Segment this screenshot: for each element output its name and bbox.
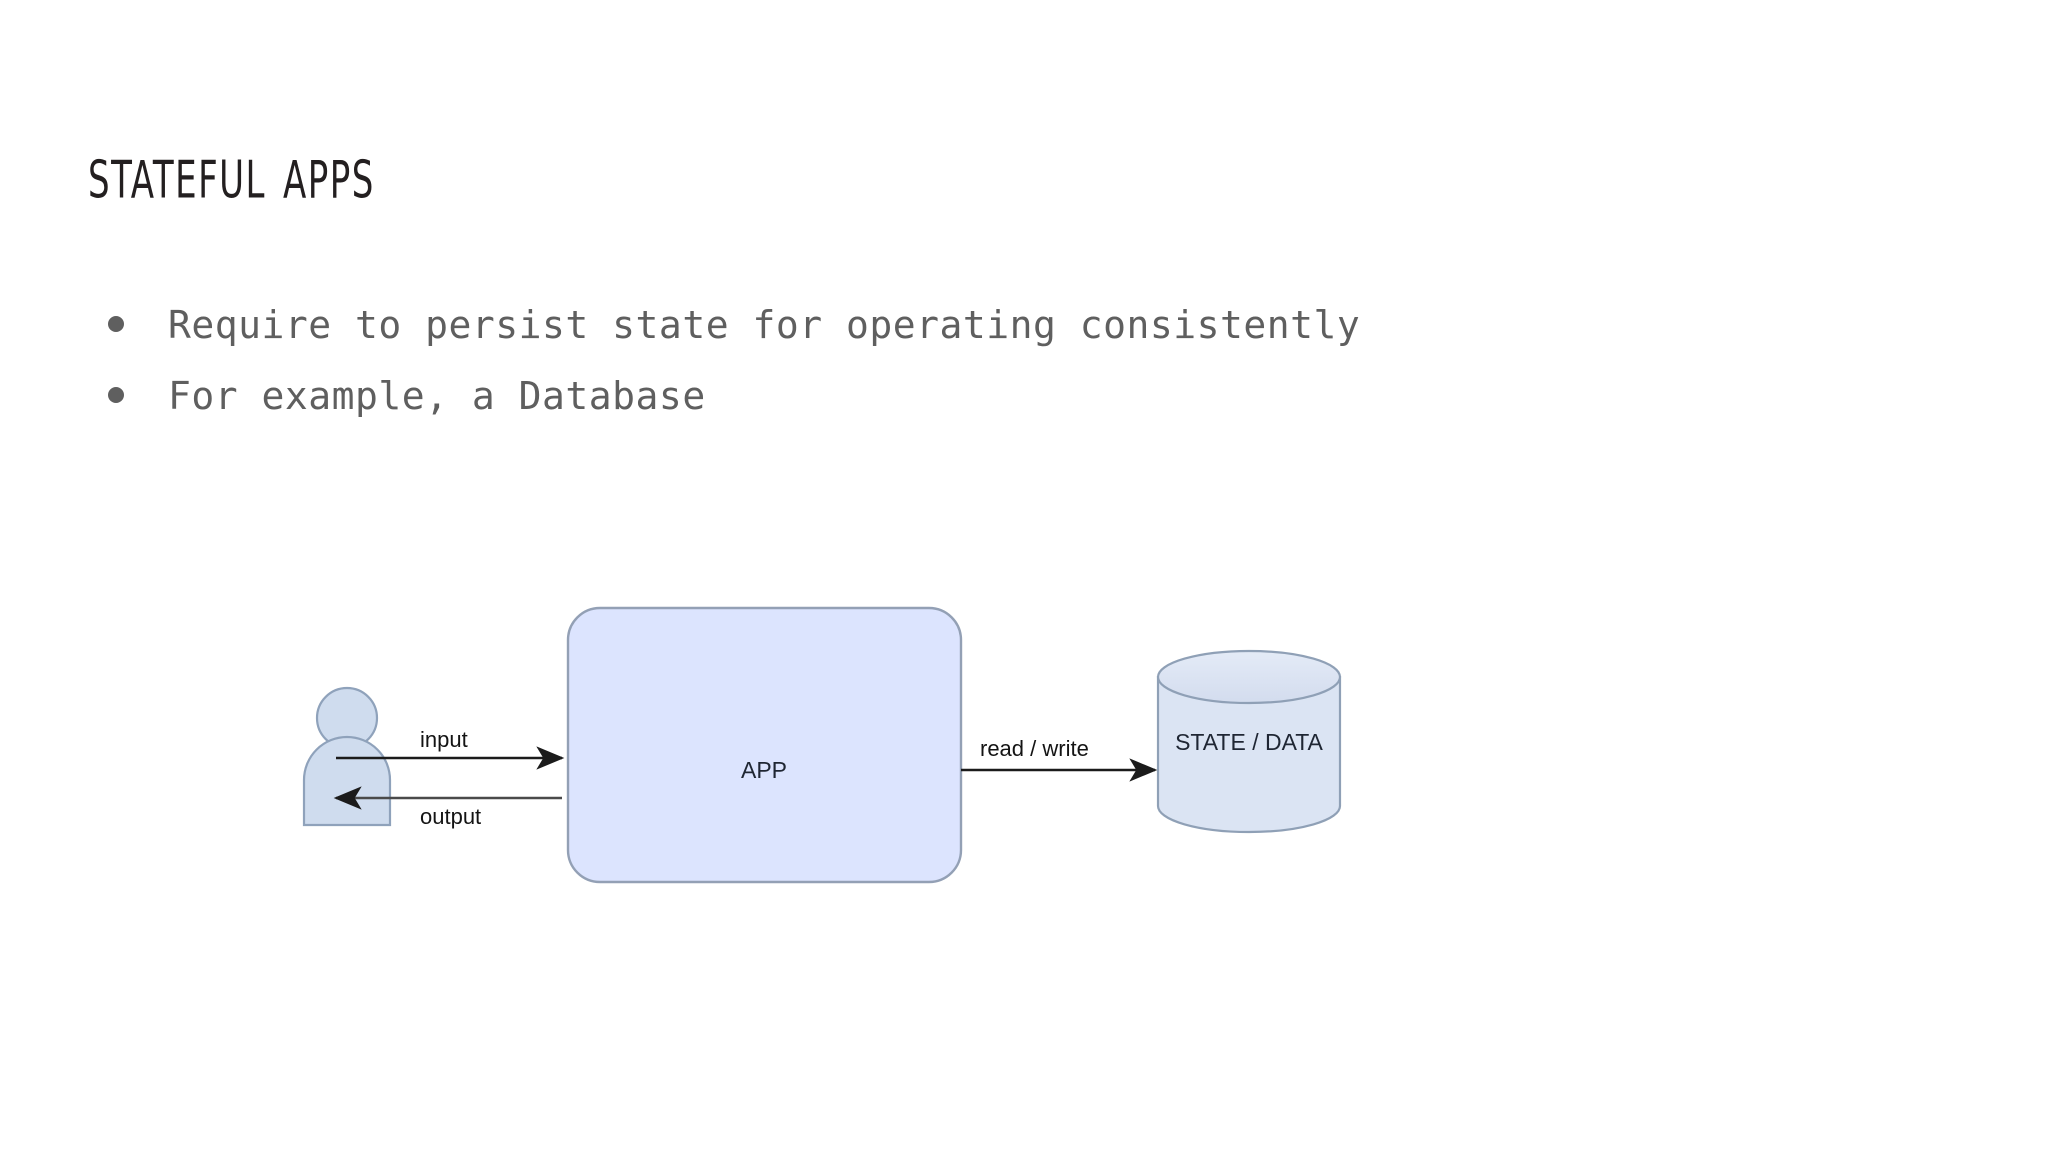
list-item: For example, a Database [108,371,1360,422]
edge-label-read-write: read / write [980,736,1089,761]
edge-label-input: input [420,727,468,752]
node-label-database: STATE / DATA [1175,729,1323,755]
architecture-diagram: input output APP read / write STATE [300,570,1600,900]
bullet-dot-icon [108,387,124,404]
edge-read-write: read / write [961,736,1158,782]
edge-input: input [336,727,565,770]
list-item: Require to persist state for operating c… [108,300,1360,351]
edge-output: output [333,786,562,829]
bullet-text: Require to persist state for operating c… [168,303,1361,347]
node-label-app: APP [741,757,787,783]
bullet-dot-icon [108,316,124,332]
actor-person-icon [302,686,392,827]
bullet-list: Require to persist state for operating c… [108,300,1360,443]
node-app: APP [566,606,963,884]
page-title: Stateful apps [88,129,375,216]
bullet-text: For example, a Database [168,374,706,419]
node-database: STATE / DATA [1156,649,1342,834]
edge-label-output: output [420,804,481,829]
